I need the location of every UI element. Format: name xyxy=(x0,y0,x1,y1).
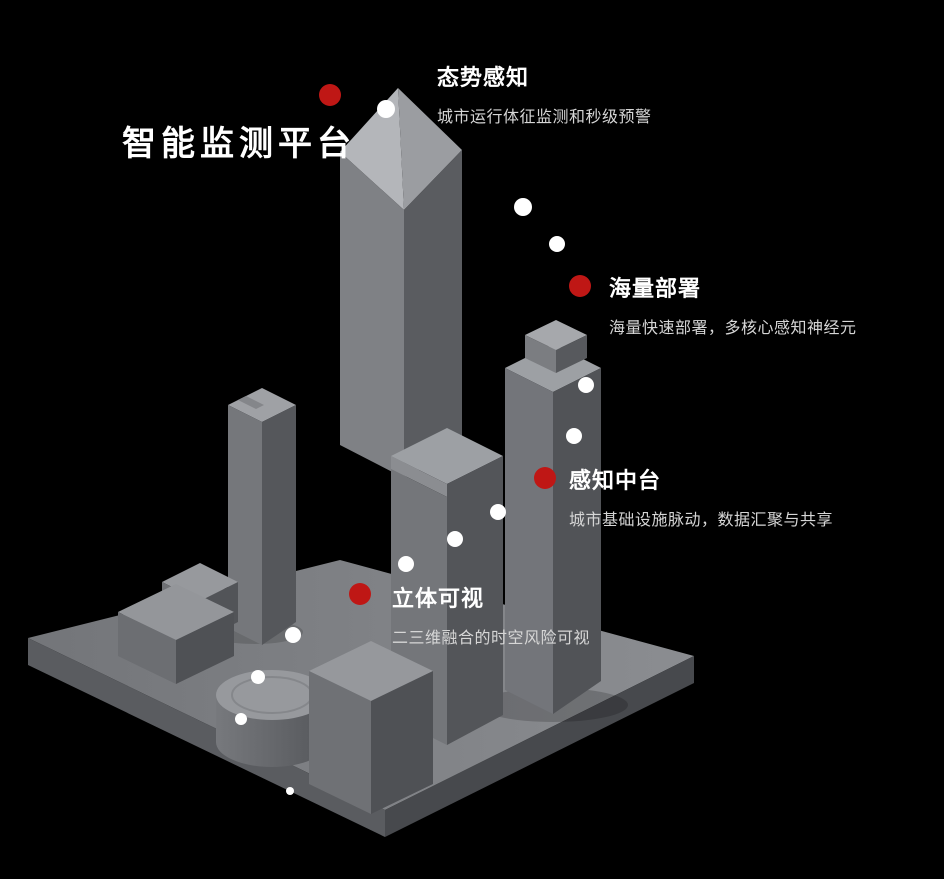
tower-right-left-face xyxy=(505,368,553,714)
callout-mass-deployment-desc: 海量快速部署，多核心感知神经元 xyxy=(609,320,857,337)
red-bullet-mass-deployment-icon xyxy=(569,275,591,297)
tower-right xyxy=(505,320,601,714)
red-bullet-perception-platform-icon xyxy=(534,467,556,489)
callout-situational-awareness-label: 态势感知 xyxy=(437,65,530,90)
trail-dot xyxy=(447,531,463,547)
page-title: 智能监测平台 xyxy=(122,125,356,163)
trail-dot xyxy=(549,236,565,252)
red-bullet-title-icon xyxy=(319,84,341,106)
trail-dot xyxy=(251,670,265,684)
tower-left-top-notch xyxy=(238,396,264,409)
trail-dot xyxy=(286,787,294,795)
dot-trail xyxy=(235,100,594,795)
callout-situational-awareness-desc: 城市运行体征监测和秒级预警 xyxy=(437,109,652,126)
red-bullet-stereo-visualization-icon xyxy=(349,583,371,605)
callout-situational-awareness: 态势感知 城市运行体征监测和秒级预警 xyxy=(437,60,652,127)
platform-right-side xyxy=(385,656,694,837)
trail-dot xyxy=(398,556,414,572)
red-bullets xyxy=(319,84,591,605)
callout-perception-platform-desc: 城市基础设施脉动，数据汇聚与共享 xyxy=(569,512,834,529)
trail-dot xyxy=(377,100,395,118)
tower-tall-top-left xyxy=(340,88,404,210)
tower-left xyxy=(228,388,296,645)
low-block-front-right-face xyxy=(176,612,234,684)
low-block-front xyxy=(118,584,234,684)
trail-dot xyxy=(578,377,594,393)
trail-dot xyxy=(566,428,582,444)
trail-dot xyxy=(490,504,506,520)
tower-right-right-face xyxy=(553,368,601,714)
tower-tall xyxy=(340,88,462,478)
building-front-left-face xyxy=(309,671,371,814)
callout-mass-deployment: 海量部署 海量快速部署，多核心感知神经元 xyxy=(609,271,857,338)
tower-left-right-face xyxy=(262,405,296,645)
trail-dot xyxy=(285,627,301,643)
tower-right-cap-left-face xyxy=(525,335,556,373)
callout-perception-platform-label: 感知中台 xyxy=(569,468,662,493)
tower-tall-left-face xyxy=(340,152,404,478)
building-front-right-face xyxy=(371,671,433,814)
tower-right-cap-right-face xyxy=(556,335,587,373)
tower-center-ledge xyxy=(391,456,447,497)
callout-mass-deployment-label: 海量部署 xyxy=(609,276,702,301)
callout-perception-platform: 感知中台 城市基础设施脉动，数据汇聚与共享 xyxy=(569,463,833,530)
platform-left-side xyxy=(28,638,385,837)
tower-tall-right-face xyxy=(404,150,462,478)
callout-stereo-visualization-desc: 二三维融合的时空风险可视 xyxy=(392,630,591,647)
building-front xyxy=(309,641,433,814)
tower-center-right-face xyxy=(447,456,503,745)
low-block-front-left-face xyxy=(118,612,176,684)
callout-stereo-visualization: 立体可视 二三维融合的时空风险可视 xyxy=(392,581,590,648)
trail-dot xyxy=(235,713,247,725)
callout-stereo-visualization-label: 立体可视 xyxy=(392,586,485,611)
tower-tall-top-right xyxy=(398,88,462,210)
trail-dot xyxy=(514,198,532,216)
